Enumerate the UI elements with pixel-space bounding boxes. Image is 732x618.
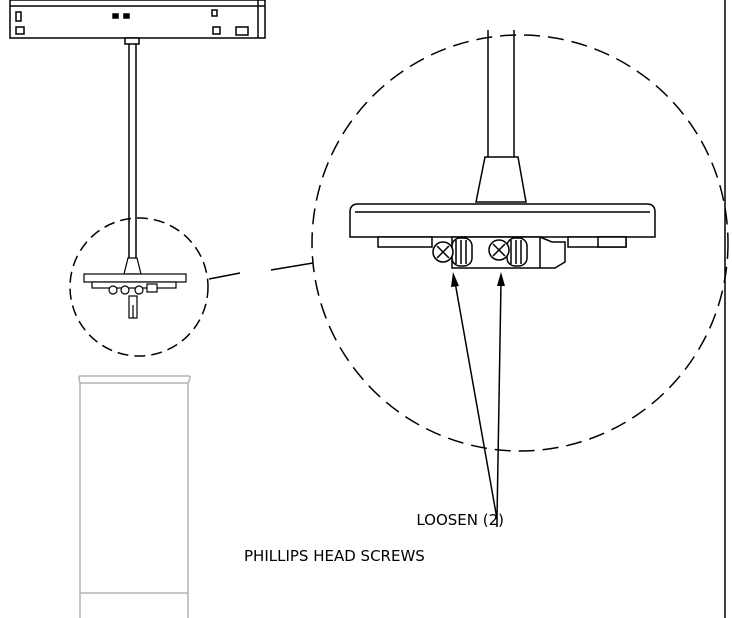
enlarged-plate xyxy=(349,203,656,248)
detail-circle-small xyxy=(69,217,209,357)
ceiling-canopy xyxy=(9,0,266,39)
enlarged-cone xyxy=(475,156,527,203)
pendant-body-outline xyxy=(78,375,191,618)
suspension-rod xyxy=(128,44,137,258)
callout-instruction-line2: PHILLIPS HEAD SCREWS xyxy=(244,547,425,565)
arrowhead-left xyxy=(451,272,459,287)
stem-collar xyxy=(124,37,140,45)
overview-mounting-plate xyxy=(83,257,187,319)
phillips-screw-right xyxy=(488,237,528,267)
detail-circle-large xyxy=(311,34,729,452)
arrowhead-right xyxy=(497,272,505,286)
detail-leader-left xyxy=(208,272,241,280)
detail-leader-right xyxy=(270,262,314,271)
callout-instruction-line1: LOOSEN (2) xyxy=(416,511,504,529)
enlarged-rod xyxy=(487,30,515,157)
phillips-screw-left xyxy=(432,237,473,267)
callout-leaders xyxy=(454,281,502,527)
